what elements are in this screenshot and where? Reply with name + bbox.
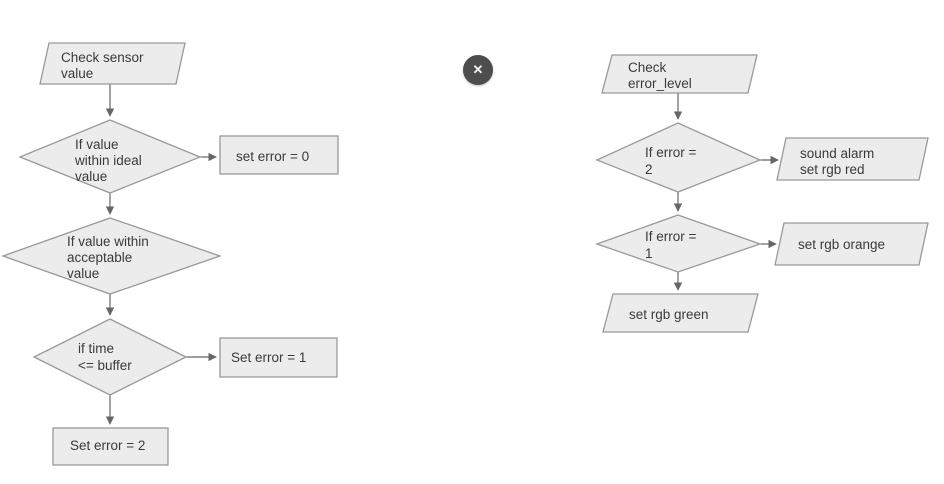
node-label-line: set rgb orange [798,237,885,252]
node-check-sensor-value: Check sensor value [39,42,186,85]
diamond-shape [595,214,762,273]
parallelogram-shape [39,42,186,85]
node-label-line: If error = [645,145,697,160]
node-if-error-1: If error = 1 [595,214,762,273]
node-set-rgb-orange: set rgb orange [774,222,929,266]
node-label-line: error_level [628,76,692,91]
node-label-line: within ideal [74,153,142,168]
node-set-error-0: set error = 0 [219,135,339,175]
rect-shape [52,427,169,466]
node-sound-alarm-set-rgb-red: sound alarm set rgb red [776,137,929,181]
node-label-line: Set error = 1 [231,350,306,365]
node-set-rgb-green: set rgb green [602,293,759,333]
node-label-line: If value [75,137,119,152]
node-label-line: Set error = 2 [70,438,145,453]
parallelogram-shape [601,54,758,94]
node-label-line: value [67,266,99,281]
node-label-line: Check sensor [61,50,144,65]
node-if-time-le-buffer: if time <= buffer [32,318,188,396]
node-label-line: value [61,66,93,81]
diamond-shape [1,217,222,295]
left-flowchart: Check sensor value If value within ideal… [1,42,339,466]
node-label-line: set rgb green [629,307,709,322]
rect-shape [219,135,339,175]
node-set-error-2: Set error = 2 [52,427,169,466]
node-label-line: value [75,169,107,184]
node-label-line: Check [628,60,667,75]
close-button[interactable]: ✕ [463,55,493,85]
node-label-line: set error = 0 [236,149,309,164]
node-label-line: 1 [645,246,653,261]
node-if-error-2: If error = 2 [595,122,762,193]
node-if-value-within-ideal: If value within ideal value [18,119,202,194]
node-label-line: if time [78,341,114,356]
node-check-error-level: Check error_level [601,54,758,94]
rect-shape [219,337,338,378]
node-label-line: If error = [645,229,697,244]
close-icon: ✕ [472,62,484,77]
parallelogram-shape [602,293,759,333]
node-if-value-within-acceptable: If value within acceptable value [1,217,222,295]
parallelogram-shape [774,222,929,266]
node-label-line: sound alarm [800,146,874,161]
diamond-shape [32,318,188,396]
node-label-line: If value within [67,234,149,249]
diamond-shape [18,119,202,194]
node-label-line: acceptable [67,250,132,265]
right-flowchart: Check error_level If error = 2 sound ala… [595,54,929,333]
diamond-shape [595,122,762,193]
node-label-line: 2 [645,162,653,177]
node-label-line: set rgb red [800,162,865,177]
node-set-error-1: Set error = 1 [219,337,338,378]
parallelogram-shape [776,137,929,181]
node-label-line: <= buffer [78,358,132,373]
